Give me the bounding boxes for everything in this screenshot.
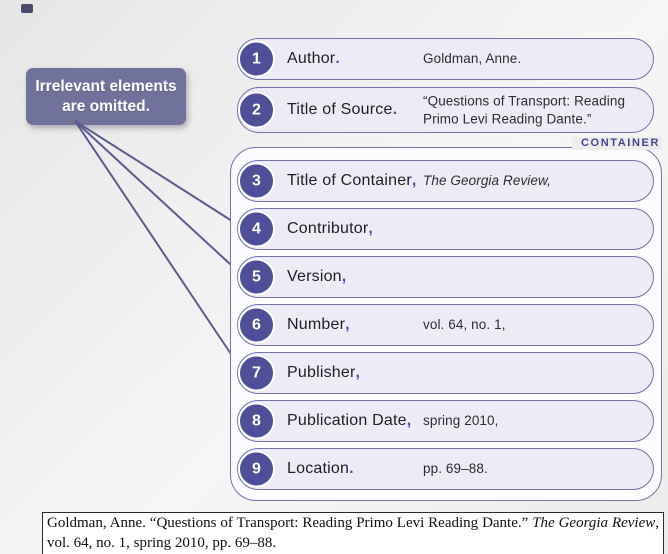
callout-line-2: are omitted.: [62, 97, 150, 115]
callout-line-1: Irrelevant elements: [35, 77, 177, 95]
row-label: Version: [287, 268, 342, 285]
row-number-badge: 2: [238, 91, 275, 129]
container-group-label: CONTAINER: [572, 137, 662, 150]
citation-text-end: , vol. 64, no. 1, spring 2010, pp. 69–88…: [47, 515, 660, 551]
row-punctuation: .: [335, 50, 340, 67]
row-punctuation: .: [392, 101, 398, 118]
row-value: spring 2010,: [423, 413, 499, 429]
row-punctuation: .: [349, 460, 354, 477]
row-punctuation: ,: [406, 412, 412, 429]
row-version: 5 Version,: [237, 256, 654, 298]
row-punctuation: ,: [411, 172, 417, 189]
row-number: 6 Number, vol. 64, no. 1,: [237, 304, 654, 346]
row-value: “Questions of Transport: Reading Primo L…: [423, 93, 626, 126]
row-label: Author: [287, 50, 336, 67]
row-punctuation: ,: [355, 364, 361, 381]
corner-mark: [21, 4, 33, 13]
row-location: 9 Location. pp. 69–88.: [237, 448, 654, 490]
row-publication-date: 8 Publication Date, spring 2010,: [237, 400, 654, 442]
connector-line-version: [74, 120, 244, 277]
row-number-badge: 9: [238, 450, 275, 488]
row-title-of-container: 3 Title of Container, The Georgia Review…: [237, 160, 654, 202]
row-contributor: 4 Contributor,: [237, 208, 654, 250]
row-number-badge: 8: [238, 402, 275, 440]
row-title-of-source: 2 Title of Source. “Questions of Transpo…: [237, 87, 654, 133]
row-number-badge: 3: [238, 162, 275, 200]
row-label: Location: [287, 460, 350, 477]
row-value: The Georgia Review,: [423, 173, 551, 189]
row-punctuation: ,: [341, 268, 347, 285]
row-author: 1 Author. Goldman, Anne.: [237, 38, 654, 80]
row-publisher: 7 Publisher,: [237, 352, 654, 394]
row-number-badge: 7: [238, 354, 275, 392]
row-value: vol. 64, no. 1,: [423, 317, 506, 333]
row-label: Contributor: [287, 220, 369, 237]
row-label: Publication Date: [287, 412, 407, 429]
citation-text-start: Goldman, Anne. “Questions of Transport: …: [47, 515, 533, 531]
row-punctuation: ,: [345, 316, 350, 333]
row-value: Goldman, Anne.: [423, 51, 522, 67]
row-number-badge: 1: [238, 40, 275, 78]
connector-line-contributor: [74, 120, 244, 229]
row-value: pp. 69–88.: [423, 461, 488, 477]
works-cited-entry: Goldman, Anne. “Questions of Transport: …: [42, 512, 664, 554]
row-number-badge: 4: [238, 210, 275, 248]
row-label: Publisher: [287, 364, 356, 381]
row-punctuation: ,: [368, 220, 374, 237]
row-label: Number: [287, 316, 346, 333]
row-number-badge: 5: [238, 258, 275, 296]
citation-journal-title: The Georgia Review: [532, 515, 656, 531]
row-label: Title of Container: [287, 172, 412, 189]
connector-line-publisher: [74, 120, 244, 373]
row-label: Title of Source: [287, 101, 393, 118]
row-number-badge: 6: [238, 306, 275, 344]
omitted-elements-callout: Irrelevant elements are omitted.: [26, 68, 186, 125]
